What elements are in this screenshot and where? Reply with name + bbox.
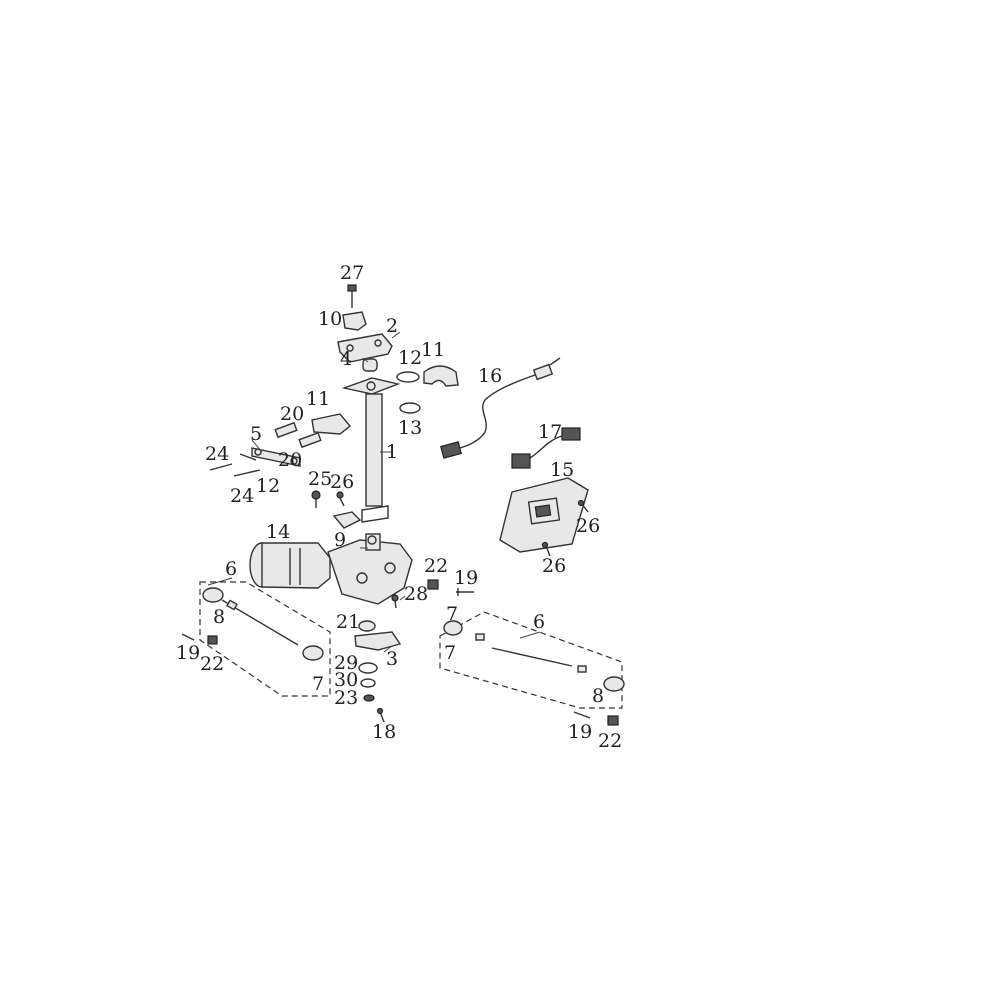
callout-22-left: 22 xyxy=(200,653,224,675)
steering-column-part xyxy=(341,377,401,523)
callout-28: 28 xyxy=(404,583,428,605)
callout-4: 4 xyxy=(340,348,352,370)
pitman-arm-part xyxy=(354,620,402,723)
callout-25: 25 xyxy=(308,468,332,490)
ring-part xyxy=(396,371,420,383)
sensor-connector-part xyxy=(511,427,581,469)
bolt-small-part xyxy=(311,490,345,508)
tie-rod-right-assembly xyxy=(439,611,625,726)
clamp-half-part xyxy=(423,365,459,387)
callout-2: 2 xyxy=(386,315,398,337)
callout-19-left: 19 xyxy=(176,642,200,664)
callout-23: 23 xyxy=(334,687,358,709)
bolt-28-part xyxy=(391,594,399,609)
bracket-part xyxy=(337,333,393,363)
link-part xyxy=(251,447,301,467)
callout-21: 21 xyxy=(336,611,360,633)
cotter-pin-part xyxy=(456,588,474,596)
leader-lines xyxy=(207,331,541,653)
tie-rod-left-assembly xyxy=(181,581,331,697)
callout-11-left: 11 xyxy=(306,388,330,410)
callout-22-right: 22 xyxy=(598,730,622,752)
callout-27: 27 xyxy=(340,262,364,284)
callout-9: 9 xyxy=(334,529,346,551)
callout-26-mid: 26 xyxy=(330,471,354,493)
callout-7-right: 7 xyxy=(444,642,456,664)
sleeve-part xyxy=(274,421,322,449)
control-unit-part xyxy=(499,477,589,553)
screw-part xyxy=(541,499,589,557)
callout-5: 5 xyxy=(250,423,262,445)
callout-24-top: 24 xyxy=(205,443,229,465)
callout-13: 13 xyxy=(398,417,422,439)
callout-labels: 27 10 2 4 12 11 16 11 13 20 17 5 1 24 20… xyxy=(176,262,622,752)
callout-24-bottom: 24 xyxy=(230,485,254,507)
bolt-part xyxy=(347,284,357,308)
wire-harness-part xyxy=(440,357,561,459)
callout-7-mid: 7 xyxy=(446,603,458,625)
callout-6-right: 6 xyxy=(533,611,545,633)
callout-8-right: 8 xyxy=(592,685,604,707)
bushing-part xyxy=(362,358,378,372)
callout-26-right: 26 xyxy=(576,515,600,537)
callout-12-top: 12 xyxy=(398,347,422,369)
callout-22-top: 22 xyxy=(424,555,448,577)
callout-19-mid: 19 xyxy=(454,567,478,589)
callout-15: 15 xyxy=(550,459,574,481)
nut-part xyxy=(427,579,439,590)
callout-10: 10 xyxy=(318,308,342,330)
callout-8-left: 8 xyxy=(213,606,225,628)
callout-14: 14 xyxy=(266,521,290,543)
callout-7-left: 7 xyxy=(312,673,324,695)
callout-12-left: 12 xyxy=(256,475,280,497)
pin-part xyxy=(209,453,261,477)
flange-part xyxy=(332,511,362,529)
callout-20-top: 20 xyxy=(280,403,304,425)
callout-20-bottom: 20 xyxy=(278,449,302,471)
callout-11-top: 11 xyxy=(421,339,445,361)
callout-17: 17 xyxy=(538,421,562,443)
clamp-left-part xyxy=(311,413,351,435)
callout-16: 16 xyxy=(478,365,502,387)
callout-18: 18 xyxy=(372,721,396,743)
callout-30: 30 xyxy=(334,669,358,691)
seal-ring-part xyxy=(399,402,421,414)
callout-1: 1 xyxy=(386,441,398,463)
callout-29: 29 xyxy=(334,652,358,674)
motor-gearbox-part xyxy=(249,533,413,605)
callout-26-bottom: 26 xyxy=(542,555,566,577)
clamp-part xyxy=(342,311,367,331)
callout-19-right: 19 xyxy=(568,721,592,743)
callout-6-left: 6 xyxy=(225,558,237,580)
callout-3: 3 xyxy=(386,648,398,670)
